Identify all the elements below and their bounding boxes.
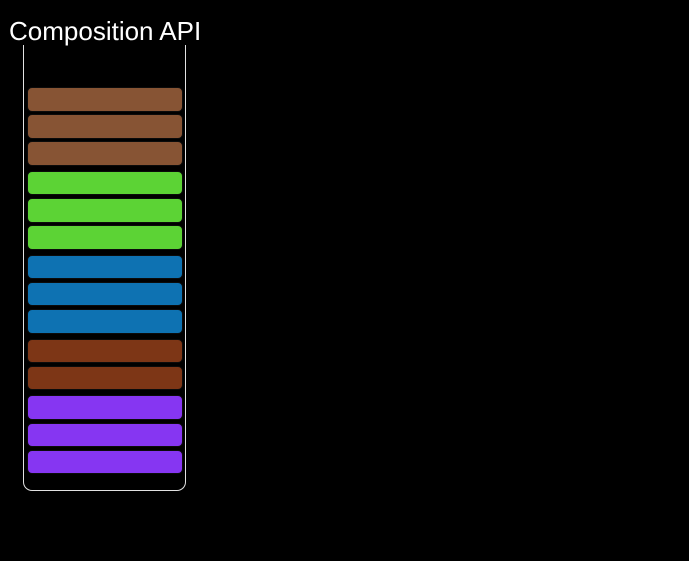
feature-group-1 <box>26 87 183 166</box>
feature-group-5 <box>26 395 183 475</box>
page-title: Composition API <box>9 16 202 46</box>
code-block <box>26 114 183 139</box>
code-block <box>26 395 183 420</box>
code-block <box>26 225 183 250</box>
code-block <box>26 254 183 280</box>
code-block <box>26 365 183 391</box>
feature-group-4 <box>26 338 183 391</box>
code-block <box>26 422 183 447</box>
code-block <box>26 309 183 334</box>
code-block <box>26 449 183 475</box>
code-block <box>26 338 183 364</box>
code-block <box>26 87 183 112</box>
code-column-container <box>23 45 186 491</box>
code-block <box>26 281 183 307</box>
feature-group-2 <box>26 170 183 250</box>
feature-group-3 <box>26 254 183 334</box>
code-block <box>26 141 183 166</box>
code-block <box>26 170 183 196</box>
code-block <box>26 198 183 223</box>
